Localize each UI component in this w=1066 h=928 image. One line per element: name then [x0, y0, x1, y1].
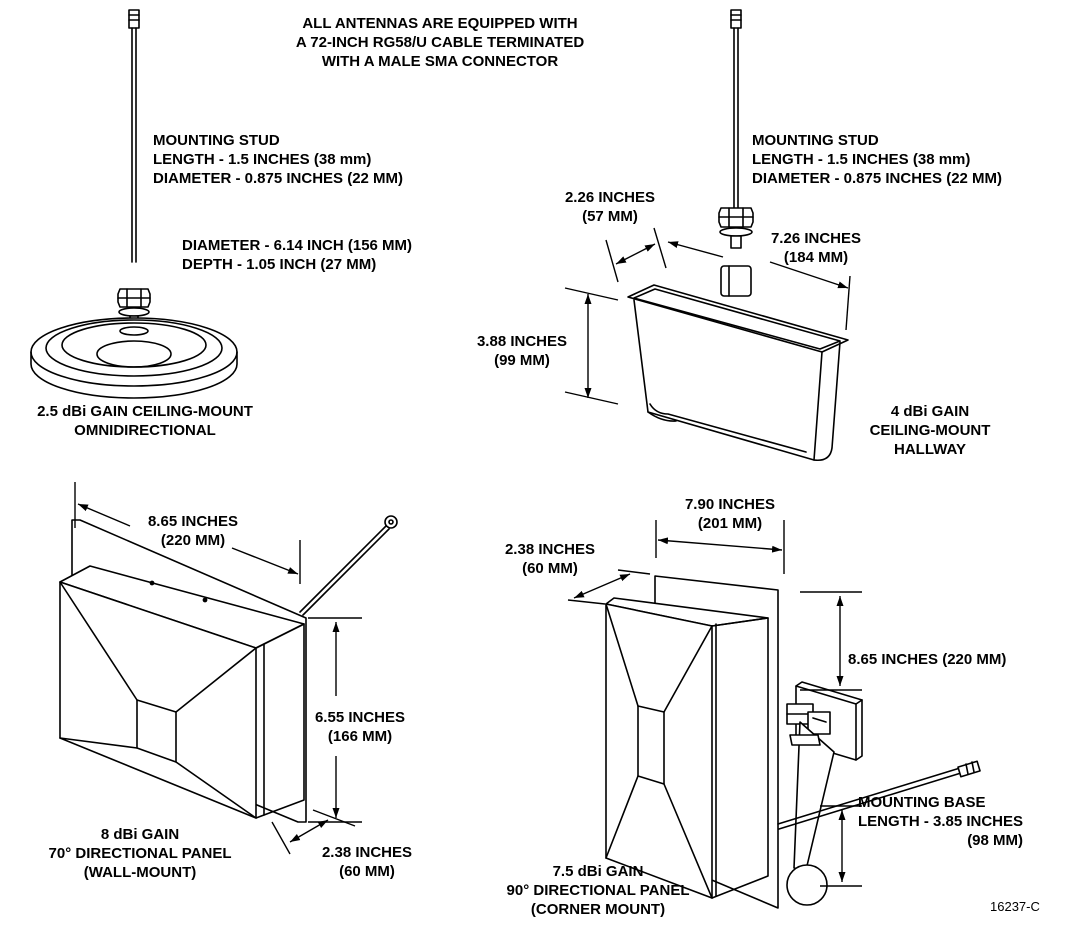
hallway-width-inches: 7.26 INCHES	[770, 230, 862, 247]
cable-note-line-2: A 72-INCH RG58/U CABLE TERMINATED	[295, 34, 585, 51]
omni-body-diameter: DIAMETER - 6.14 INCH (156 MM)	[182, 237, 413, 254]
omni-antenna-drawing	[30, 9, 238, 399]
wall-caption-line-3: (WALL-MOUNT)	[83, 864, 197, 881]
hallway-caption-line-1: 4 dBi GAIN	[890, 403, 970, 420]
hallway-height-mm: (99 MM)	[494, 352, 550, 369]
wall-height-inches: 6.55 INCHES	[314, 709, 406, 726]
hallway-stud-label: MOUNTING STUD LENGTH - 1.5 INCHES (38 mm…	[752, 131, 1002, 188]
corner-panel-antenna-drawing	[605, 575, 981, 909]
omni-caption-line-1: 2.5 dBi GAIN CEILING-MOUNT	[37, 403, 253, 420]
omni-body-label: DIAMETER - 6.14 INCH (156 MM) DEPTH - 1.…	[182, 236, 412, 274]
hallway-stud-diameter: DIAMETER - 0.875 INCHES (22 MM)	[752, 170, 1003, 187]
mounting-base-length: LENGTH - 3.85 INCHES	[858, 813, 1024, 830]
cable-note-line-3: WITH A MALE SMA CONNECTOR	[321, 53, 559, 70]
wall-width-label: 8.65 INCHES (220 MM)	[118, 512, 268, 550]
corner-depth-inches: 2.38 INCHES	[504, 541, 596, 558]
dimension-lines	[74, 227, 862, 887]
hallway-depth-mm: (57 MM)	[582, 208, 638, 225]
wall-panel-antenna-drawing	[59, 515, 398, 823]
hallway-caption-line-2: CEILING-MOUNT	[869, 422, 991, 439]
wall-height-label: 6.55 INCHES (166 MM)	[300, 708, 420, 746]
wall-caption-line-1: 8 dBi GAIN	[100, 826, 180, 843]
wall-caption: 8 dBi GAIN 70° DIRECTIONAL PANEL (WALL-M…	[20, 825, 260, 882]
wall-width-inches: 8.65 INCHES	[147, 513, 239, 530]
hallway-caption: 4 dBi GAIN CEILING-MOUNT HALLWAY	[860, 402, 1000, 459]
omni-stud-label: MOUNTING STUD LENGTH - 1.5 INCHES (38 mm…	[153, 131, 403, 188]
hallway-caption-line-3: HALLWAY	[894, 441, 966, 458]
hallway-depth-label: 2.26 INCHES (57 MM)	[550, 188, 670, 226]
cable-note: ALL ANTENNAS ARE EQUIPPED WITH A 72-INCH…	[240, 14, 640, 71]
hallway-height-inches: 3.88 INCHES	[476, 333, 568, 350]
wall-caption-line-2: 70° DIRECTIONAL PANEL	[48, 845, 232, 862]
hallway-antenna-drawing	[627, 9, 849, 462]
cable-note-line-1: ALL ANTENNAS ARE EQUIPPED WITH	[302, 15, 578, 32]
wall-depth-inches: 2.38 INCHES	[321, 844, 413, 861]
corner-height-text: 8.65 INCHES (220 MM)	[848, 651, 1007, 668]
wall-width-mm: (220 MM)	[160, 532, 226, 549]
hallway-depth-inches: 2.26 INCHES	[564, 189, 656, 206]
figure-id: 16237-C	[990, 899, 1040, 914]
omni-stud-title: MOUNTING STUD	[153, 132, 280, 149]
wall-height-mm: (166 MM)	[327, 728, 393, 745]
hallway-width-mm: (184 MM)	[783, 249, 849, 266]
mounting-base-mm: (98 MM)	[967, 832, 1024, 849]
corner-width-label: 7.90 INCHES (201 MM)	[660, 495, 800, 533]
corner-depth-mm: (60 MM)	[522, 560, 578, 577]
corner-caption-line-1: 7.5 dBi GAIN	[552, 863, 644, 880]
mounting-base-label: MOUNTING BASE LENGTH - 3.85 INCHES (98 M…	[858, 793, 1023, 850]
corner-depth-label: 2.38 INCHES (60 MM)	[485, 540, 615, 578]
omni-caption-line-2: OMNIDIRECTIONAL	[74, 422, 216, 439]
hallway-height-label: 3.88 INCHES (99 MM)	[462, 332, 582, 370]
mounting-base-title: MOUNTING BASE	[858, 794, 986, 811]
omni-body-depth: DEPTH - 1.05 INCH (27 MM)	[182, 256, 377, 273]
corner-height-label: 8.65 INCHES (220 MM)	[848, 650, 1006, 669]
corner-caption-line-2: 90° DIRECTIONAL PANEL	[506, 882, 690, 899]
omni-stud-length: LENGTH - 1.5 INCHES (38 mm)	[153, 151, 372, 168]
corner-width-inches: 7.90 INCHES	[684, 496, 776, 513]
wall-depth-label: 2.38 INCHES (60 MM)	[292, 843, 442, 881]
corner-caption: 7.5 dBi GAIN 90° DIRECTIONAL PANEL (CORN…	[468, 862, 728, 919]
corner-caption-line-3: (CORNER MOUNT)	[530, 901, 666, 918]
omni-caption: 2.5 dBi GAIN CEILING-MOUNT OMNIDIRECTION…	[10, 402, 280, 440]
wall-depth-mm: (60 MM)	[339, 863, 395, 880]
hallway-width-label: 7.26 INCHES (184 MM)	[756, 229, 876, 267]
corner-width-mm: (201 MM)	[697, 515, 763, 532]
hallway-stud-title: MOUNTING STUD	[752, 132, 879, 149]
omni-stud-diameter: DIAMETER - 0.875 INCHES (22 MM)	[153, 170, 404, 187]
hallway-stud-length: LENGTH - 1.5 INCHES (38 mm)	[752, 151, 971, 168]
